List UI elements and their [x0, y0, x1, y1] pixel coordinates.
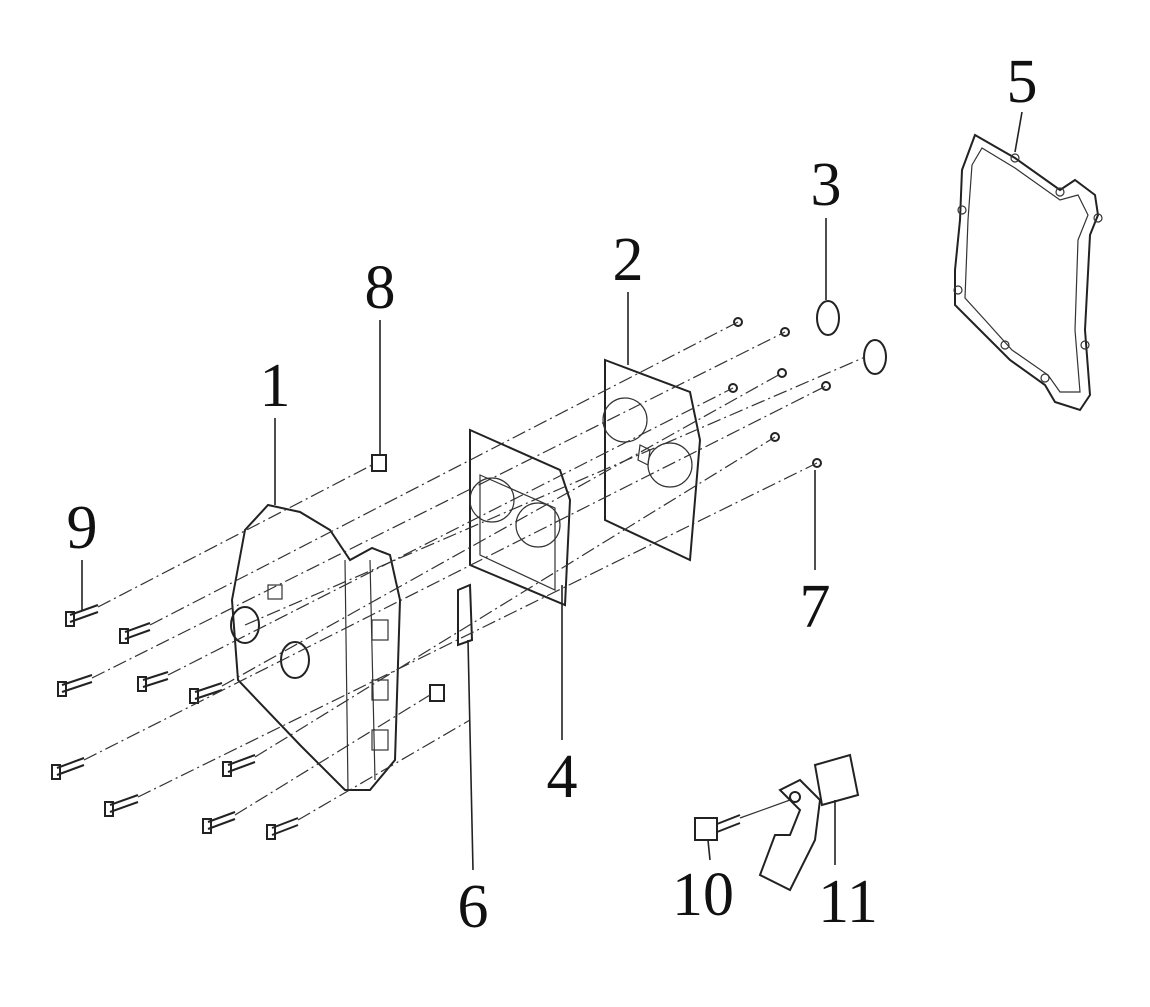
assembly-lines [83, 321, 866, 821]
callout-10: 10 [672, 861, 734, 929]
part-10-bolt [694, 799, 791, 841]
callout-11: 11 [818, 868, 878, 936]
part-9-bolts [51, 604, 299, 840]
callout-6: 6 [458, 873, 489, 941]
callout-1: 1 [260, 352, 291, 420]
part-5-gasket [953, 133, 1103, 412]
part-7-screws [728, 317, 831, 468]
callout-8: 8 [365, 254, 396, 322]
callout-9: 9 [67, 494, 98, 562]
callout-5: 5 [1007, 48, 1038, 116]
callout-2: 2 [613, 226, 644, 294]
part-2-plate [602, 358, 702, 562]
part-4-gasket [469, 428, 572, 607]
callout-3: 3 [811, 151, 842, 219]
part-1-cover [230, 503, 402, 791]
callout-4: 4 [547, 743, 578, 811]
callout-7: 7 [800, 573, 831, 641]
leader-lines [81, 111, 1023, 871]
part-11-bracket [758, 753, 860, 892]
callouts: 5 3 2 8 1 9 7 4 6 10 11 [67, 48, 1038, 941]
dowel [429, 684, 445, 702]
part-8-dowel [371, 454, 387, 472]
part-6-gasket [457, 583, 474, 647]
